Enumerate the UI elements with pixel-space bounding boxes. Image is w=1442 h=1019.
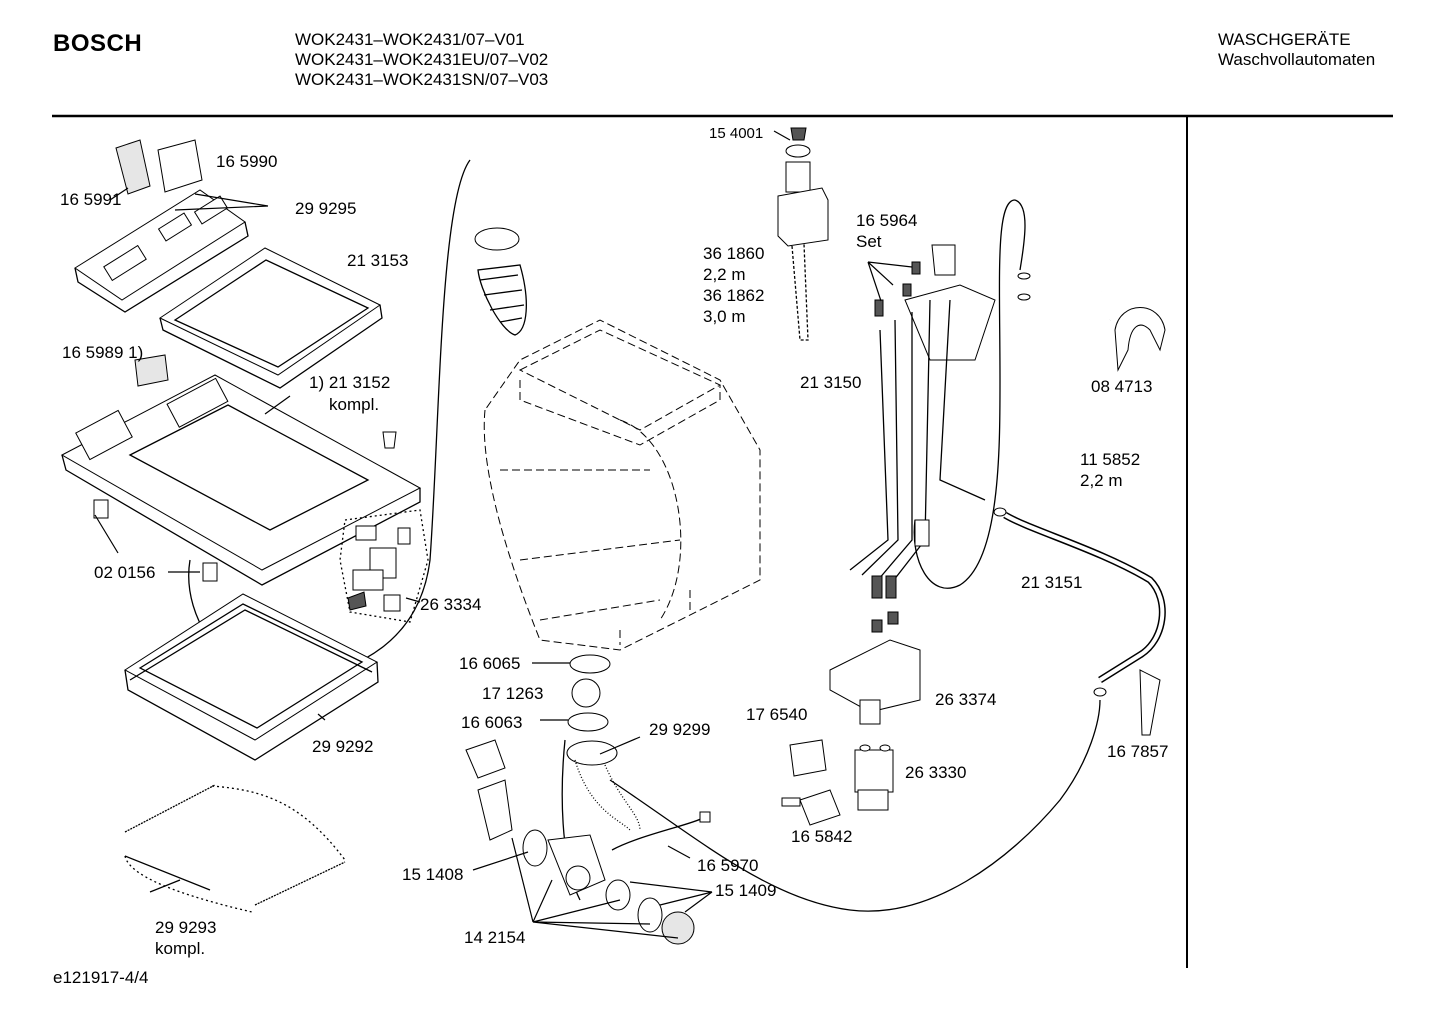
label-142154: 14 2154 <box>464 928 526 947</box>
drawer-insert-part-299295 <box>74 189 249 313</box>
label-084713: 08 4713 <box>1091 377 1153 396</box>
drawer-tray-part-213153 <box>158 247 383 389</box>
label-176540: 17 6540 <box>746 705 808 724</box>
pump-housing-part-142154 <box>547 834 606 896</box>
door-lock-part-263334 <box>347 525 411 612</box>
detergent-drawer-handle-part <box>115 139 203 195</box>
label-151409: 15 1409 <box>715 881 777 900</box>
category-title: WASCHGERÄTE <box>1218 30 1351 49</box>
suppressor-part-176540 <box>789 739 827 777</box>
leader-lines <box>94 130 913 939</box>
label-213152-kompl: kompl. <box>329 395 380 414</box>
lid-frame-part-299292 <box>124 593 379 761</box>
label-171263: 17 1263 <box>482 684 544 703</box>
hose-set-part-213150 <box>849 244 996 599</box>
label-165970: 16 5970 <box>697 856 759 875</box>
hose-part-165970 <box>611 811 711 851</box>
label-165989: 16 5989 1) <box>62 343 144 362</box>
hose-part-213151 <box>993 507 1166 697</box>
bellows-part <box>474 227 527 336</box>
label-299299: 29 9299 <box>649 720 711 739</box>
label-154001: 15 4001 <box>709 125 764 142</box>
label-22m-2: 2,2 m <box>1080 471 1123 490</box>
diagram-code: e121917-4/4 <box>53 968 149 987</box>
control-console-part-213152 <box>60 354 422 586</box>
seal-part-166063 <box>567 712 609 732</box>
label-165842: 16 5842 <box>791 827 853 846</box>
category-subtitle: Waschvollautomaten <box>1218 50 1376 69</box>
label-361862: 36 1862 <box>703 286 765 305</box>
model-list: WOK2431–WOK2431/07–V01 WOK2431–WOK2431EU… <box>295 30 548 90</box>
model-line: WOK2431–WOK2431EU/07–V02 <box>295 50 549 69</box>
hose-clip-part-167857 <box>1139 669 1161 736</box>
door-lock-outline <box>339 509 429 623</box>
label-299292: 29 9292 <box>312 737 374 756</box>
capacitor-part-165842 <box>781 789 841 826</box>
clip-part-020156 <box>93 499 218 582</box>
hose-outline <box>913 199 1016 589</box>
pressure-switch-part-263374 <box>829 611 921 725</box>
label-set: Set <box>856 232 882 251</box>
label-166063: 16 6063 <box>461 713 523 732</box>
ball-part-171263 <box>571 678 601 708</box>
lid-spring-set-part-299293 <box>124 784 346 913</box>
label-263334: 26 3334 <box>420 595 482 614</box>
outer-tub-part <box>483 319 761 651</box>
sump-hose-part-299299 <box>566 740 641 831</box>
label-165990: 16 5990 <box>216 152 278 171</box>
label-361860: 36 1860 <box>703 244 765 263</box>
label-299293-kompl: kompl. <box>155 939 206 958</box>
label-166065: 16 6065 <box>459 654 521 673</box>
label-263374: 26 3374 <box>935 690 997 709</box>
valve-part-263330 <box>854 744 894 811</box>
label-020156: 02 0156 <box>94 563 156 582</box>
category-block: WASCHGERÄTE Waschvollautomaten <box>1218 30 1375 70</box>
label-151408: 15 1408 <box>402 865 464 884</box>
label-22m: 2,2 m <box>703 265 746 284</box>
model-line: WOK2431–WOK2431SN/07–V03 <box>295 70 549 89</box>
label-263330: 26 3330 <box>905 763 967 782</box>
label-213150: 21 3150 <box>800 373 862 392</box>
model-line: WOK2431–WOK2431/07–V01 <box>295 30 525 49</box>
hose-holder-part-084713 <box>1114 307 1166 372</box>
label-30m: 3,0 m <box>703 307 746 326</box>
label-115852: 11 5852 <box>1080 450 1141 469</box>
label-213152: 1) 21 3152 <box>309 373 391 392</box>
inlet-hose-part-361860 <box>777 127 829 341</box>
pump-part-151408 <box>465 739 548 867</box>
label-299293: 29 9293 <box>155 918 217 937</box>
label-165964: 16 5964 <box>856 211 918 230</box>
label-299295: 29 9295 <box>295 199 357 218</box>
label-213151: 21 3151 <box>1021 573 1083 592</box>
sealing-ring-part-166065 <box>569 654 611 674</box>
label-213153: 21 3153 <box>347 251 409 270</box>
drain-hose-part-115852 <box>1017 272 1112 486</box>
label-165991: 16 5991 <box>60 190 122 209</box>
label-167857: 16 7857 <box>1107 742 1169 761</box>
brand-logo: BOSCH <box>53 30 143 57</box>
